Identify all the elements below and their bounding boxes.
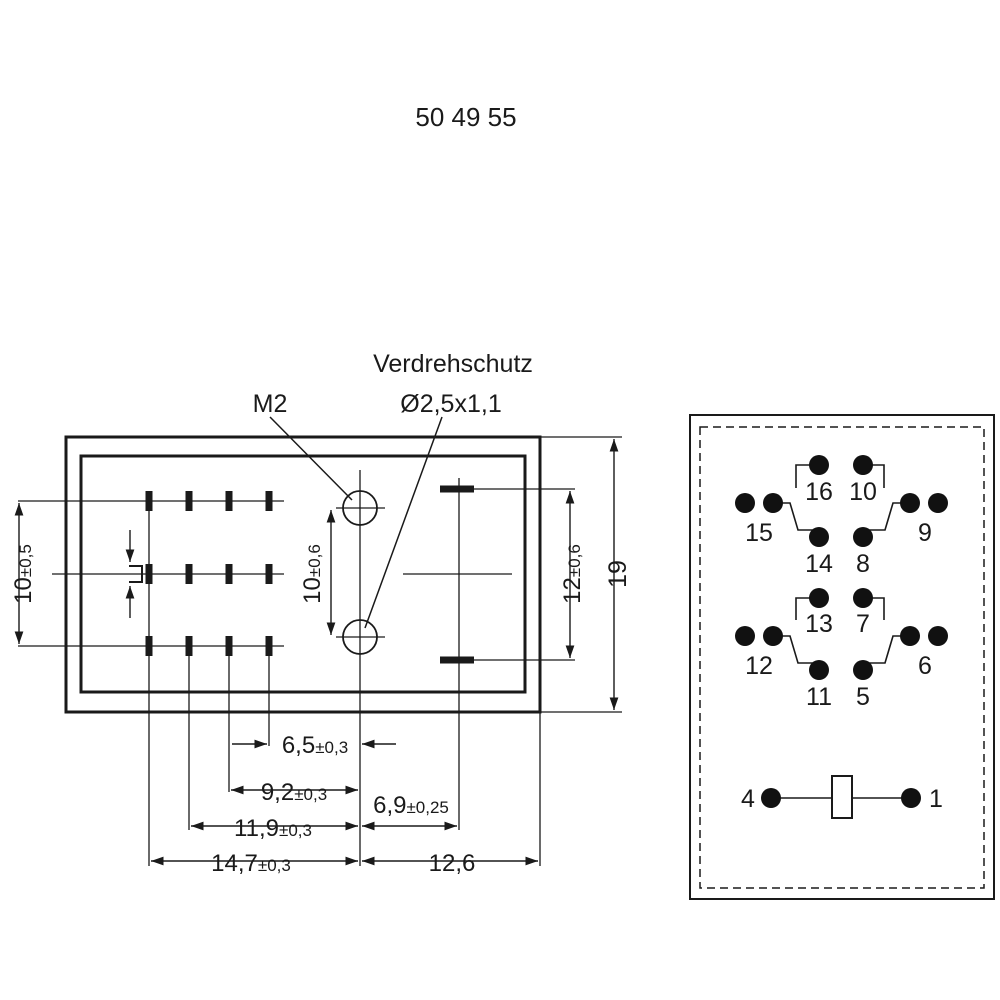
contact-dot (809, 527, 829, 547)
pin-label-13: 13 (805, 610, 833, 638)
contact-dot (735, 493, 755, 513)
contact-dot (853, 588, 873, 608)
pin-schematic: 16 10 15 9 14 8 13 7 12 6 11 5 4 1 (689, 414, 995, 900)
pin-label-8: 8 (856, 550, 870, 578)
dim-12-6: 12,6 (429, 850, 476, 877)
pin-label-4: 4 (741, 785, 755, 813)
contact-dot (809, 455, 829, 475)
dim-6-9: 6,9±0,25 (373, 792, 449, 819)
pin-label-11: 11 (806, 683, 832, 711)
thread-label: M2 (253, 390, 288, 418)
dim-hole-vertical: 10±0,6 (299, 544, 326, 604)
pin-label-15: 15 (745, 519, 773, 547)
contact-dot (853, 527, 873, 547)
svg-text:10±0,5: 10±0,5 (10, 544, 37, 604)
pin-label-7: 7 (856, 610, 870, 638)
pin-label-12: 12 (745, 652, 773, 680)
pin-label-14: 14 (805, 550, 833, 578)
contact-dot (900, 493, 920, 513)
pin-label-10: 10 (849, 478, 877, 506)
contact-dot (763, 493, 783, 513)
schematic-dashed-frame (699, 426, 985, 889)
dim-11-9: 11,9±0,3 (234, 815, 312, 842)
svg-text:10±0,6: 10±0,6 (299, 544, 326, 604)
svg-text:19: 19 (604, 560, 632, 588)
mounting-hole (342, 619, 378, 655)
dim-height: 19 (604, 560, 632, 588)
pin-label-9: 9 (918, 519, 932, 547)
contact-dots (735, 455, 948, 808)
pin-label-6: 6 (918, 652, 932, 680)
pin-leader-line (364, 416, 443, 629)
dim-left-vertical: 10±0,5 (10, 544, 37, 604)
contact-dot (761, 788, 781, 808)
contact-dot (928, 493, 948, 513)
thread-leader-line (269, 416, 353, 501)
dim-14-7: 14,7±0,3 (211, 850, 291, 877)
pin-label-5: 5 (856, 683, 870, 711)
part-number: 50 49 55 (415, 102, 516, 132)
contact-dot (763, 626, 783, 646)
contact-dot (900, 626, 920, 646)
contact-dot (809, 660, 829, 680)
contact-dot (928, 626, 948, 646)
contact-dot (901, 788, 921, 808)
relay-top-view: Verdrehschutz Ø2,5x1,1 M2 10±0,5 10±0,6 … (10, 350, 632, 877)
dim-9-2: 9,2±0,3 (261, 779, 327, 806)
contact-dot (853, 660, 873, 680)
contact-lines (771, 464, 911, 799)
mounting-hole (342, 490, 378, 526)
mounting-holes (342, 490, 378, 655)
contact-dot (735, 626, 755, 646)
dimension-arrows (14, 439, 619, 866)
verdrehschutz-label: Verdrehschutz (373, 350, 533, 378)
pin-label-16: 16 (805, 478, 833, 506)
coil-symbol (831, 775, 853, 819)
pin-center-lines (18, 436, 622, 866)
pin-dimension-label: Ø2,5x1,1 (400, 390, 501, 418)
dim-6-5: 6,5±0,3 (282, 732, 348, 759)
dim-right-vertical: 12±0,6 (559, 544, 586, 604)
coding-key-mark (129, 565, 143, 583)
schematic-outer-frame (689, 414, 995, 900)
contact-dot (853, 455, 873, 475)
svg-text:12±0,6: 12±0,6 (559, 544, 586, 604)
pin-label-1: 1 (929, 785, 943, 813)
contact-dot (809, 588, 829, 608)
